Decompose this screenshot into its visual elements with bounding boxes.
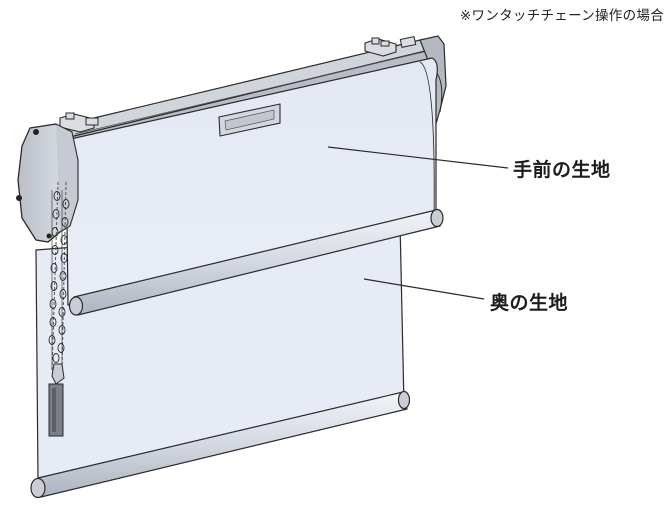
leader-back	[363, 278, 485, 300]
chain	[48, 181, 70, 371]
operation-note: ※ワンタッチチェーン操作の場合	[459, 8, 664, 24]
label-plate	[218, 103, 281, 137]
front-fabric-label: 手前の生地	[513, 159, 611, 181]
leader-front	[327, 146, 509, 169]
front-fabric	[65, 57, 438, 306]
back-bottom-bar	[30, 390, 411, 499]
chain-handle	[48, 363, 65, 437]
front-bottom-bar	[68, 208, 444, 316]
back-fabric-label: 奥の生地	[490, 292, 569, 314]
left-side-case	[16, 123, 79, 243]
bracket-right	[364, 36, 417, 57]
